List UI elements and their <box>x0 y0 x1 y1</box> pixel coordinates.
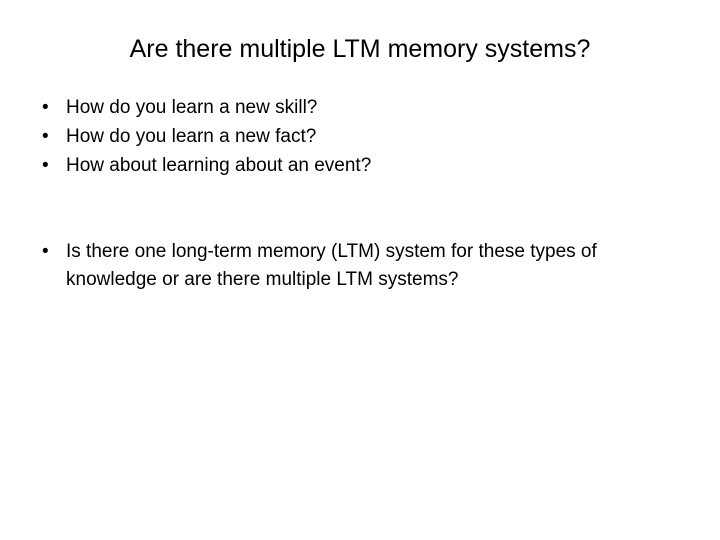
list-item-label: How about learning about an event? <box>66 155 372 176</box>
list-item-label: Is there one long-term memory (LTM) syst… <box>66 241 597 290</box>
bullet-dot-icon: • <box>42 155 49 176</box>
list-item: • How do you learn a new skill? <box>40 94 680 122</box>
list-item-label: How do you learn a new fact? <box>66 126 317 147</box>
list-item: • How about learning about an event? <box>40 152 680 180</box>
bullet-group-summary: • Is there one long-term memory (LTM) sy… <box>40 238 680 294</box>
list-item-label: How do you learn a new skill? <box>66 97 318 118</box>
list-item: • Is there one long-term memory (LTM) sy… <box>40 238 680 294</box>
list-item: • How do you learn a new fact? <box>40 123 680 151</box>
bullet-group-questions: • How do you learn a new skill? • How do… <box>40 94 680 180</box>
bullet-dot-icon: • <box>42 241 49 262</box>
slide-body: • How do you learn a new skill? • How do… <box>40 94 680 295</box>
bullet-dot-icon: • <box>42 126 49 147</box>
page-title: Are there multiple LTM memory systems? <box>129 35 591 63</box>
bullet-group-spacer <box>40 181 680 238</box>
bullet-dot-icon: • <box>42 97 49 118</box>
